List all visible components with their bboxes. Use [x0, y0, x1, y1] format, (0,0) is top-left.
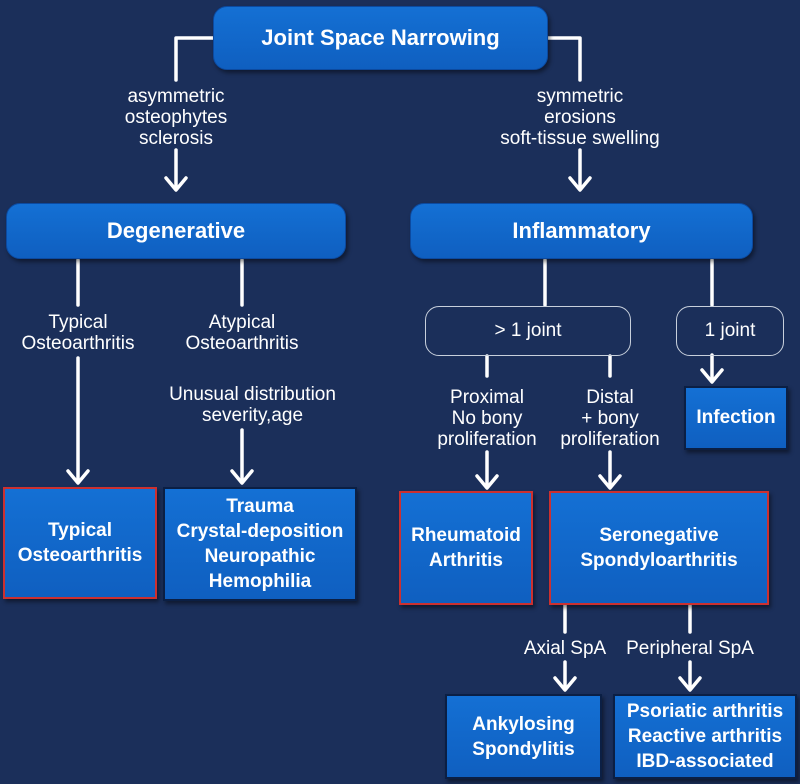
- atypical-causes-label: Trauma Crystal-deposition Neuropathic He…: [176, 496, 344, 592]
- one-joint-label: 1 joint: [704, 320, 756, 341]
- seronegative-label: Seronegative Spondyloarthritis: [580, 525, 738, 571]
- atypical-oa-edge-label: Atypical Osteoarthritis: [185, 312, 299, 354]
- unusual-distribution-label: Unusual distribution severity,age: [169, 384, 336, 426]
- ankylosing-node: Ankylosing Spondylitis: [445, 694, 602, 779]
- inflammatory-node: Inflammatory: [410, 203, 753, 259]
- axial-spa-label: Axial SpA: [523, 638, 607, 659]
- symmetric-label: symmetric erosions soft-tissue swelling: [500, 86, 660, 149]
- more-than-one-joint-label: > 1 joint: [494, 320, 562, 341]
- rheumatoid-node: Rheumatoid Arthritis: [399, 491, 533, 605]
- atypical-causes-node: Trauma Crystal-deposition Neuropathic He…: [163, 487, 357, 601]
- rheumatoid-label: Rheumatoid Arthritis: [411, 525, 521, 571]
- asymmetric-label: asymmetric osteophytes sclerosis: [124, 86, 228, 149]
- proximal-label: Proximal No bony proliferation: [437, 387, 537, 450]
- root-node: Joint Space Narrowing: [213, 6, 548, 70]
- distal-label: Distal + bony proliferation: [560, 387, 660, 450]
- typical-oa-node: Typical Osteoarthritis: [3, 487, 157, 599]
- ankylosing-label: Ankylosing Spondylitis: [472, 713, 575, 760]
- peripheral-spa-label: Peripheral SpA: [626, 638, 754, 659]
- degenerative-node: Degenerative: [6, 203, 346, 259]
- infection-label: Infection: [696, 407, 776, 428]
- more-than-one-joint-node: > 1 joint: [425, 306, 631, 356]
- typical-oa-label: Typical Osteoarthritis: [17, 520, 143, 566]
- typical-oa-edge-label: Typical Osteoarthritis: [21, 312, 135, 354]
- infection-node: Infection: [684, 386, 788, 450]
- root-label: Joint Space Narrowing: [261, 25, 500, 50]
- degenerative-label: Degenerative: [106, 218, 246, 243]
- peripheral-types-node: Psoriatic arthritis Reactive arthritis I…: [613, 694, 797, 779]
- inflammatory-label: Inflammatory: [512, 218, 651, 243]
- one-joint-node: 1 joint: [676, 306, 784, 356]
- seronegative-node: Seronegative Spondyloarthritis: [549, 491, 769, 605]
- peripheral-types-label: Psoriatic arthritis Reactive arthritis I…: [626, 701, 784, 772]
